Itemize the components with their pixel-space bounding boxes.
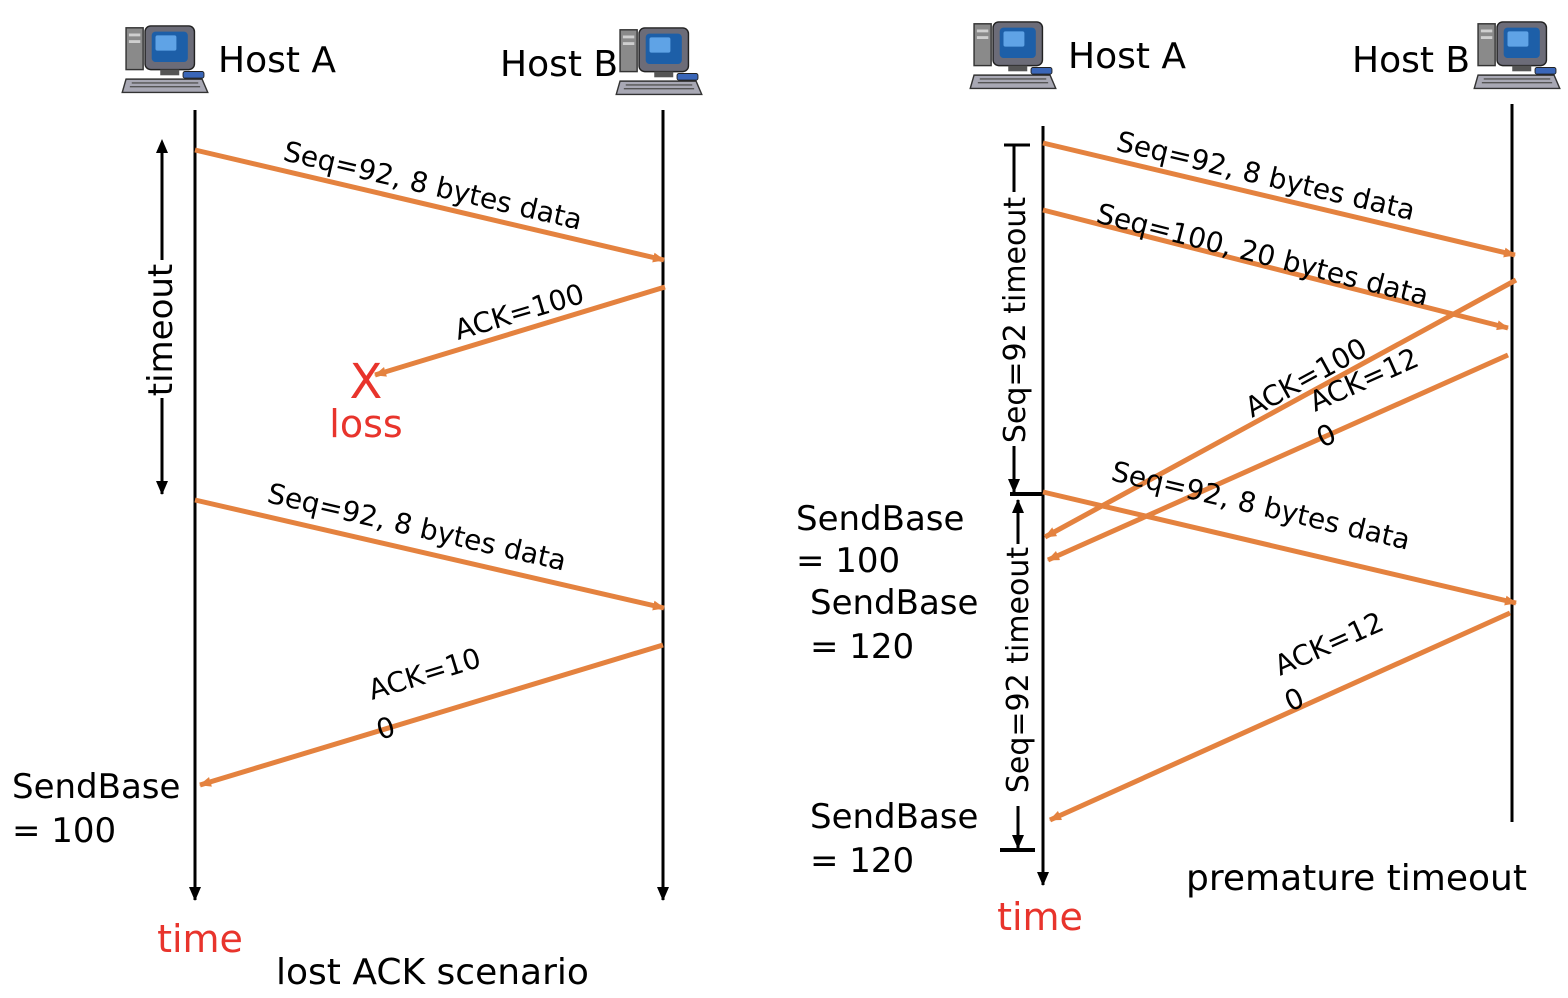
sendbase-120-final-line1: SendBase bbox=[810, 797, 978, 837]
sendbase-120-final-line2: = 120 bbox=[810, 841, 914, 881]
sendbase-120-line2: = 120 bbox=[810, 627, 914, 667]
segment-seq92 bbox=[1042, 140, 1516, 258]
ack-120-label-line2: 0 bbox=[1311, 417, 1341, 454]
sendbase-label-line1: SendBase bbox=[12, 767, 180, 807]
segment-seq92-first-label: Seq=92, 8 bytes data bbox=[280, 135, 585, 237]
host-b-label: Host B bbox=[1352, 40, 1470, 81]
host-a-label: Host A bbox=[218, 40, 336, 81]
ack-100-label: ACK=100 bbox=[451, 277, 588, 347]
loss-x-mark: X bbox=[350, 354, 383, 410]
ack-100-second-label-line1: ACK=10 bbox=[364, 641, 484, 706]
scenario-caption: lost ACK scenario bbox=[276, 952, 589, 993]
ack-120-second-label-line1: ACK=12 bbox=[1269, 605, 1388, 682]
timeout-label: timeout bbox=[141, 264, 181, 397]
ack-100-second bbox=[199, 642, 664, 788]
timer1-label: Seq=92 timeout bbox=[998, 197, 1033, 444]
host-b-label: Host B bbox=[500, 44, 618, 85]
segment-seq100 bbox=[1042, 207, 1509, 331]
time-label: time bbox=[997, 895, 1083, 939]
host-a-label: Host A bbox=[1068, 36, 1186, 77]
sendbase-100-line1: SendBase bbox=[796, 499, 964, 539]
segment-seq92-retransmit bbox=[1042, 489, 1517, 606]
ack-100-lost bbox=[374, 284, 666, 378]
ack-100 bbox=[1043, 277, 1518, 540]
segment-seq92-first bbox=[194, 147, 665, 263]
host-b-computer-icon bbox=[615, 27, 703, 96]
ack-120 bbox=[1046, 352, 1510, 563]
host-a-computer-icon bbox=[969, 21, 1057, 90]
host-a-computer-icon bbox=[121, 25, 209, 94]
sendbase-120-line1: SendBase bbox=[810, 583, 978, 623]
premature-timeout-scenario: Host A Host B Seq=92 timeout Seq=92 time… bbox=[796, 21, 1561, 939]
lost-ack-scenario: Host A Host B timeout Seq=92, 8 bytes da… bbox=[12, 25, 703, 993]
time-label: time bbox=[157, 917, 243, 961]
scenario-caption: premature timeout bbox=[1186, 858, 1527, 899]
sendbase-100-line2: = 100 bbox=[796, 541, 900, 581]
loss-label: loss bbox=[329, 402, 402, 446]
ack-120-second bbox=[1048, 610, 1512, 823]
host-b-computer-icon bbox=[1473, 21, 1561, 90]
timer2-label: Seq=92 timeout bbox=[1001, 547, 1036, 794]
segment-seq92-retransmit bbox=[194, 497, 665, 611]
sendbase-label-line2: = 100 bbox=[12, 811, 116, 851]
